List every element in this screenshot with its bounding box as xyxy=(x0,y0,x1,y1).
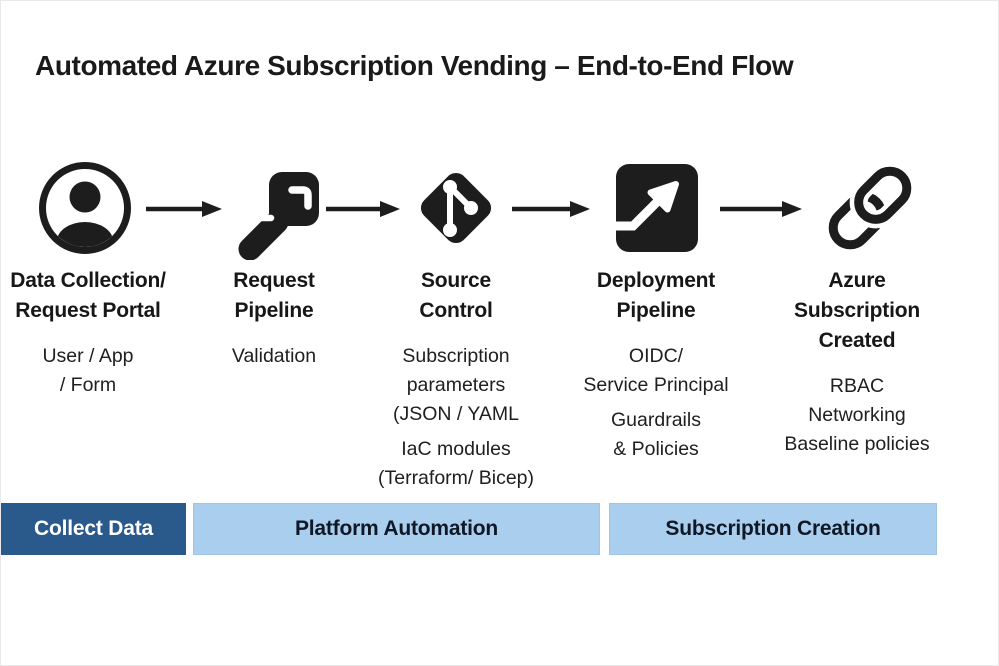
step-heading: Request Pipeline xyxy=(233,269,315,322)
step-detail: Guardrails & Policies xyxy=(611,409,701,460)
step-detail: Subscription parameters (JSON / YAML xyxy=(392,345,520,425)
step-heading: Data Collection/ Request Portal xyxy=(10,269,166,322)
flow-arrow xyxy=(512,200,590,218)
page-title: Automated Azure Subscription Vending – E… xyxy=(35,50,794,81)
step-heading: Source Control xyxy=(419,269,493,322)
phase-label: Collect Data xyxy=(34,517,153,540)
deployment-arrow-icon xyxy=(614,164,698,257)
step-source-control: Source Control Subscription parameters (… xyxy=(351,266,561,493)
user-circle-icon xyxy=(37,160,133,261)
phase-band-subscription-creation: Subscription Creation xyxy=(609,503,937,555)
step-detail: OIDC/ Service Principal xyxy=(583,345,729,396)
flow-arrow xyxy=(326,200,400,218)
flow-arrow xyxy=(146,200,222,218)
phase-label: Platform Automation xyxy=(294,517,499,540)
step-detail: User / App / Form xyxy=(42,345,134,396)
phase-label: Subscription Creation xyxy=(665,517,881,540)
key-icon xyxy=(233,162,325,265)
step-deployment-pipeline: Deployment Pipeline OIDC/ Service Princi… xyxy=(551,266,761,464)
step-detail: IaC modules (Terraform/ Bicep) xyxy=(377,438,535,489)
flow-arrow xyxy=(720,200,802,218)
step-heading: Deployment Pipeline xyxy=(596,269,716,322)
step-subscription-created: Azure Subscription Created RBAC Networki… xyxy=(752,266,962,459)
step-detail: Validation xyxy=(231,345,317,367)
git-branch-icon xyxy=(408,160,504,261)
phase-band-platform-automation: Platform Automation xyxy=(193,503,600,555)
step-heading: Azure Subscription Created xyxy=(794,269,920,352)
chain-link-icon xyxy=(820,160,920,261)
step-data-collection: Data Collection/ Request Portal User / A… xyxy=(0,266,193,400)
phase-band-collect-data: Collect Data xyxy=(1,503,186,555)
step-request-pipeline: Request Pipeline Validation xyxy=(169,266,379,371)
step-detail: RBAC Networking Baseline policies xyxy=(784,375,930,455)
